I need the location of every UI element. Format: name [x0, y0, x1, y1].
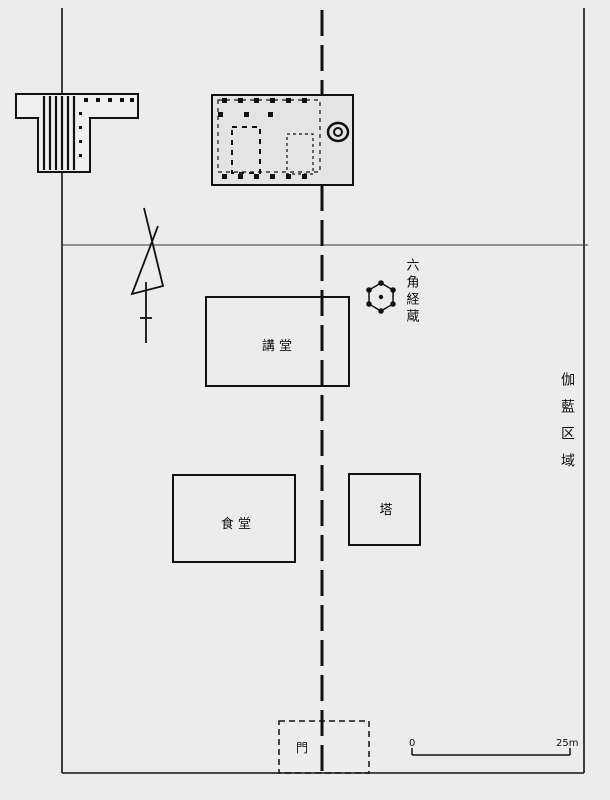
dining-hall-label: 食 堂 [221, 516, 251, 532]
north-arrow-icon [130, 207, 165, 343]
scale-bar-start-label: 0 [409, 738, 415, 749]
pagoda-label: 塔 [379, 503, 392, 518]
lecture-hall-outline [205, 296, 350, 387]
hexagonal-sutra-repository-label: 六角経蔵 [404, 258, 420, 326]
gate-label: 門 [296, 741, 308, 755]
scale-bar: 0 25m [409, 738, 578, 756]
gate-outline [278, 720, 370, 774]
garan-area-label: 伽藍区域 [559, 372, 575, 480]
pagoda-outline [348, 473, 421, 546]
hexagonal-sutra-repository-icon [366, 280, 396, 314]
t-shaped-building-remains [15, 93, 139, 173]
upper-pillar-remains-building [211, 94, 354, 186]
dining-hall-outline [172, 474, 296, 563]
lecture-hall-label: 講 堂 [262, 338, 292, 354]
scale-bar-end-label: 25m [556, 738, 578, 749]
well-icon [326, 121, 350, 143]
